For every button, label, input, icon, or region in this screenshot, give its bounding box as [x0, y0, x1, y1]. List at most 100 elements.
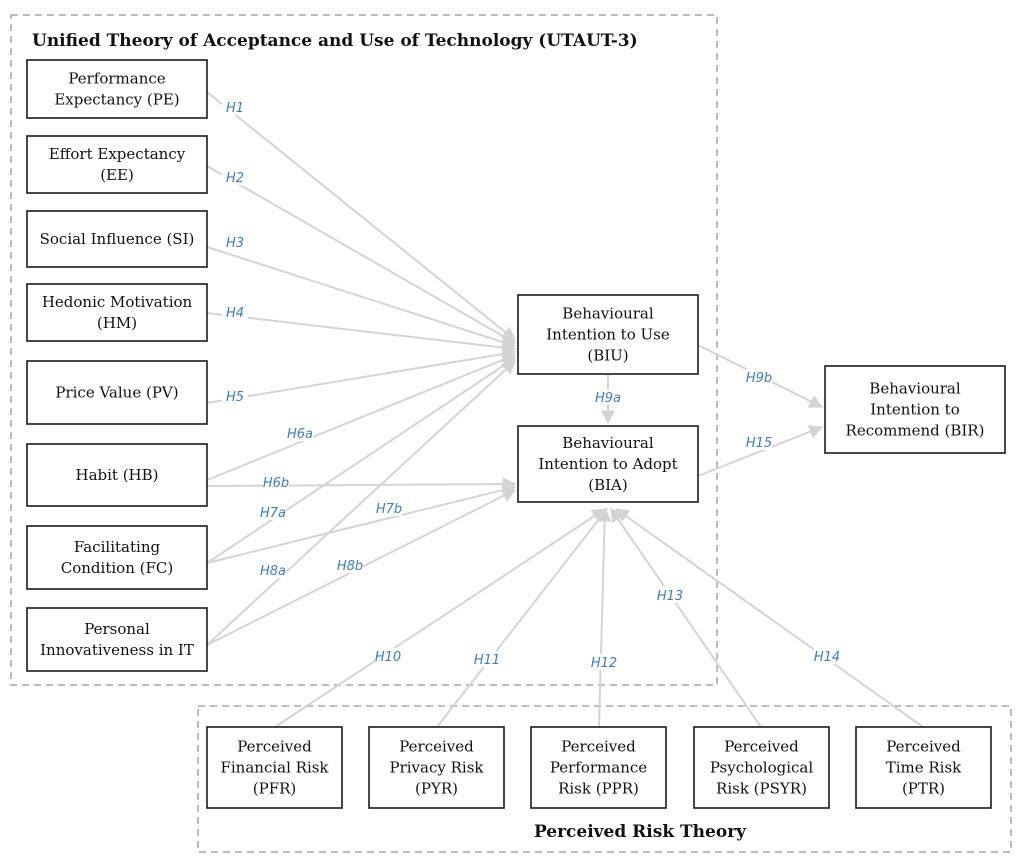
hypothesis-label-bg — [260, 504, 286, 520]
hypothesis-label-bg — [376, 500, 402, 516]
construct-hm: Hedonic Motivation(HM) — [26, 283, 208, 342]
hypothesis-label-bg — [222, 169, 248, 185]
hypothesis-path-h7b — [206, 483, 517, 564]
hypothesis-label-bg — [287, 425, 313, 441]
construct-label-line: (BIA) — [588, 476, 628, 494]
hypothesis-label-h2: H2 — [226, 171, 244, 186]
hypothesis-label-h6b: H6b — [263, 476, 289, 491]
hypothesis-label-bg — [222, 99, 248, 115]
construct-box — [26, 607, 208, 672]
hypothesis-path-h2 — [206, 165, 517, 344]
construct-label-line: Habit (HB) — [75, 466, 158, 484]
construct-label-line: Perceived — [399, 738, 474, 756]
construct-label-line: Condition (FC) — [61, 559, 173, 577]
hypothesis-path-h5 — [206, 347, 517, 404]
construct-label-line: Behavioural — [562, 434, 654, 452]
hypothesis-path-h6a — [206, 353, 517, 481]
hypothesis-path-h8a — [206, 360, 517, 646]
construct-label-line: Behavioural — [869, 380, 961, 398]
construct-label-line: (EE) — [100, 166, 134, 184]
construct-label-line: (PYR) — [415, 780, 458, 798]
hypothesis-label-bg — [260, 562, 286, 578]
construct-box — [368, 726, 505, 809]
construct-label-line: Behavioural — [562, 305, 654, 323]
construct-label-line: Social Influence (SI) — [40, 230, 195, 248]
construct-label-line: Risk (PSYR) — [716, 780, 807, 798]
construct-label-line: Intention to — [870, 401, 960, 419]
construct-label-line: Innovativeness in IT — [40, 641, 194, 659]
hypothesis-label-bg — [595, 389, 621, 405]
construct-box — [693, 726, 830, 809]
construct-label-line: Perceived — [724, 738, 799, 756]
construct-box — [26, 283, 208, 342]
hypothesis-label-bg — [474, 651, 500, 667]
construct-label-line: (BIU) — [587, 347, 628, 365]
construct-box — [206, 726, 343, 809]
construct-pv: Price Value (PV) — [26, 360, 208, 425]
hypothesis-label-h15: H15 — [746, 436, 772, 451]
hypothesis-label-bg — [263, 474, 289, 490]
hypothesis-path-h4 — [206, 312, 517, 355]
hypothesis-label-h3: H3 — [226, 236, 244, 251]
construct-label-line: Personal — [84, 620, 150, 638]
construct-label-line: (HM) — [97, 314, 137, 332]
hypothesis-label-h7a: H7a — [260, 506, 286, 521]
hypothesis-label-h8b: H8b — [337, 559, 363, 574]
utaut-group-border — [10, 14, 718, 686]
hypothesis-label-bg — [337, 557, 363, 573]
construct-label-line: Expectancy (PE) — [54, 91, 179, 109]
construct-box — [855, 726, 992, 809]
hypothesis-path-h12 — [597, 507, 612, 728]
construct-box — [517, 425, 699, 503]
construct-label-line: Privacy Risk — [390, 759, 485, 777]
construct-label-line: Perceived — [561, 738, 636, 756]
hypothesis-path-h7a — [206, 357, 517, 564]
hypothesis-label-h12: H12 — [591, 656, 617, 671]
hypothesis-path-h10 — [274, 508, 607, 728]
hypothesis-label-h11: H11 — [474, 653, 500, 668]
hypothesis-label-bg — [746, 369, 772, 385]
construct-label-line: Price Value (PV) — [55, 384, 178, 402]
hypothesis-label-h6a: H6a — [287, 427, 313, 442]
hypothesis-path-h1 — [206, 91, 517, 341]
construct-box — [26, 135, 208, 194]
hypothesis-label-h7b: H7b — [376, 502, 402, 517]
hypothesis-label-h9b: H9b — [746, 371, 772, 386]
hypothesis-label-bg — [222, 388, 248, 404]
construct-label-line: Intention to Use — [546, 326, 670, 344]
construct-box — [26, 59, 208, 119]
hypothesis-label-h9a: H9a — [595, 391, 621, 406]
utaut-group-title: Unified Theory of Acceptance and Use of … — [32, 31, 638, 51]
hypothesis-label-h13: H13 — [657, 589, 683, 604]
construct-label-line: Perceived — [237, 738, 312, 756]
hypothesis-path-h3 — [206, 246, 517, 349]
construct-box — [530, 726, 667, 809]
hypothesis-label-bg — [814, 648, 840, 664]
construct-label-line: Time Risk — [886, 759, 962, 777]
risk-group-title: Perceived Risk Theory — [534, 822, 747, 842]
construct-label-line: Intention to Adopt — [538, 455, 677, 473]
construct-label-line: (PFR) — [253, 780, 297, 798]
hypothesis-path-h14 — [614, 508, 924, 728]
hypothesis-label-h1: H1 — [226, 101, 244, 116]
construct-box — [26, 443, 208, 507]
construct-box — [824, 365, 1006, 454]
hypothesis-label-h10: H10 — [375, 650, 401, 665]
construct-label-line: Recommend (BIR) — [846, 422, 985, 440]
construct-label-line: Financial Risk — [220, 759, 329, 777]
construct-label-line: (PTR) — [902, 780, 945, 798]
construct-box — [26, 525, 208, 590]
construct-box — [26, 360, 208, 425]
construct-label-line: Perceived — [886, 738, 961, 756]
construct-label-line: Facilitating — [74, 538, 161, 556]
construct-label-line: Psychological — [710, 759, 814, 777]
